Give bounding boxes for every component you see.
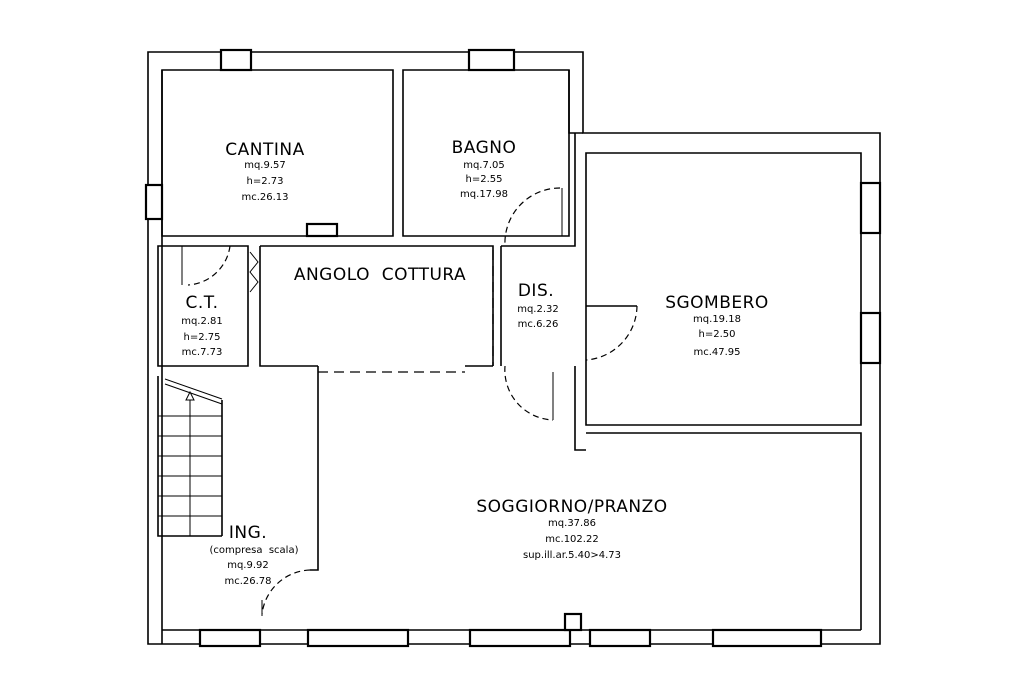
ingresso-note: (compresa scala) (210, 545, 299, 556)
cantina-volume: mc.26.13 (241, 192, 288, 203)
dis-volume: mc.6.26 (518, 319, 559, 330)
ingresso-name: ING. (229, 523, 267, 543)
windows (144, 48, 882, 648)
soggiorno-light-ratio: sup.ill.ar.5.40>4.73 (523, 550, 621, 561)
doors (181, 187, 638, 616)
angolo-cottura-name: ANGOLO COTTURA (294, 265, 466, 285)
cantina-area: mq.9.57 (244, 160, 286, 171)
bagno-volume: mq.17.98 (460, 189, 508, 200)
ingresso-area: mq.9.92 (227, 560, 269, 571)
ct-height: h=2.75 (184, 332, 221, 343)
ingresso-volume: mc.26.78 (224, 576, 271, 587)
soggiorno-name: SOGGIORNO/PRANZO (476, 497, 667, 517)
dis-name: DIS. (518, 281, 554, 301)
sgombero-name: SGOMBERO (665, 293, 769, 313)
sgombero-area: mq.19.18 (693, 314, 741, 325)
sgombero-height: h=2.50 (699, 329, 736, 340)
sgombero-volume: mc.47.95 (693, 347, 740, 358)
staircase (158, 378, 223, 536)
soggiorno-area: mq.37.86 (548, 518, 596, 529)
bagno-name: BAGNO (452, 138, 517, 158)
bagno-area: mq.7.05 (463, 160, 505, 171)
soggiorno-volume: mc.102.22 (545, 534, 598, 545)
dis-area: mq.2.32 (517, 304, 559, 315)
bagno-height: h=2.55 (466, 174, 503, 185)
ct-name: C.T. (185, 293, 218, 313)
ct-area: mq.2.81 (181, 316, 223, 327)
cantina-height: h=2.73 (247, 176, 284, 187)
cantina-name: CANTINA (225, 140, 304, 160)
ct-volume: mc.7.73 (182, 347, 223, 358)
